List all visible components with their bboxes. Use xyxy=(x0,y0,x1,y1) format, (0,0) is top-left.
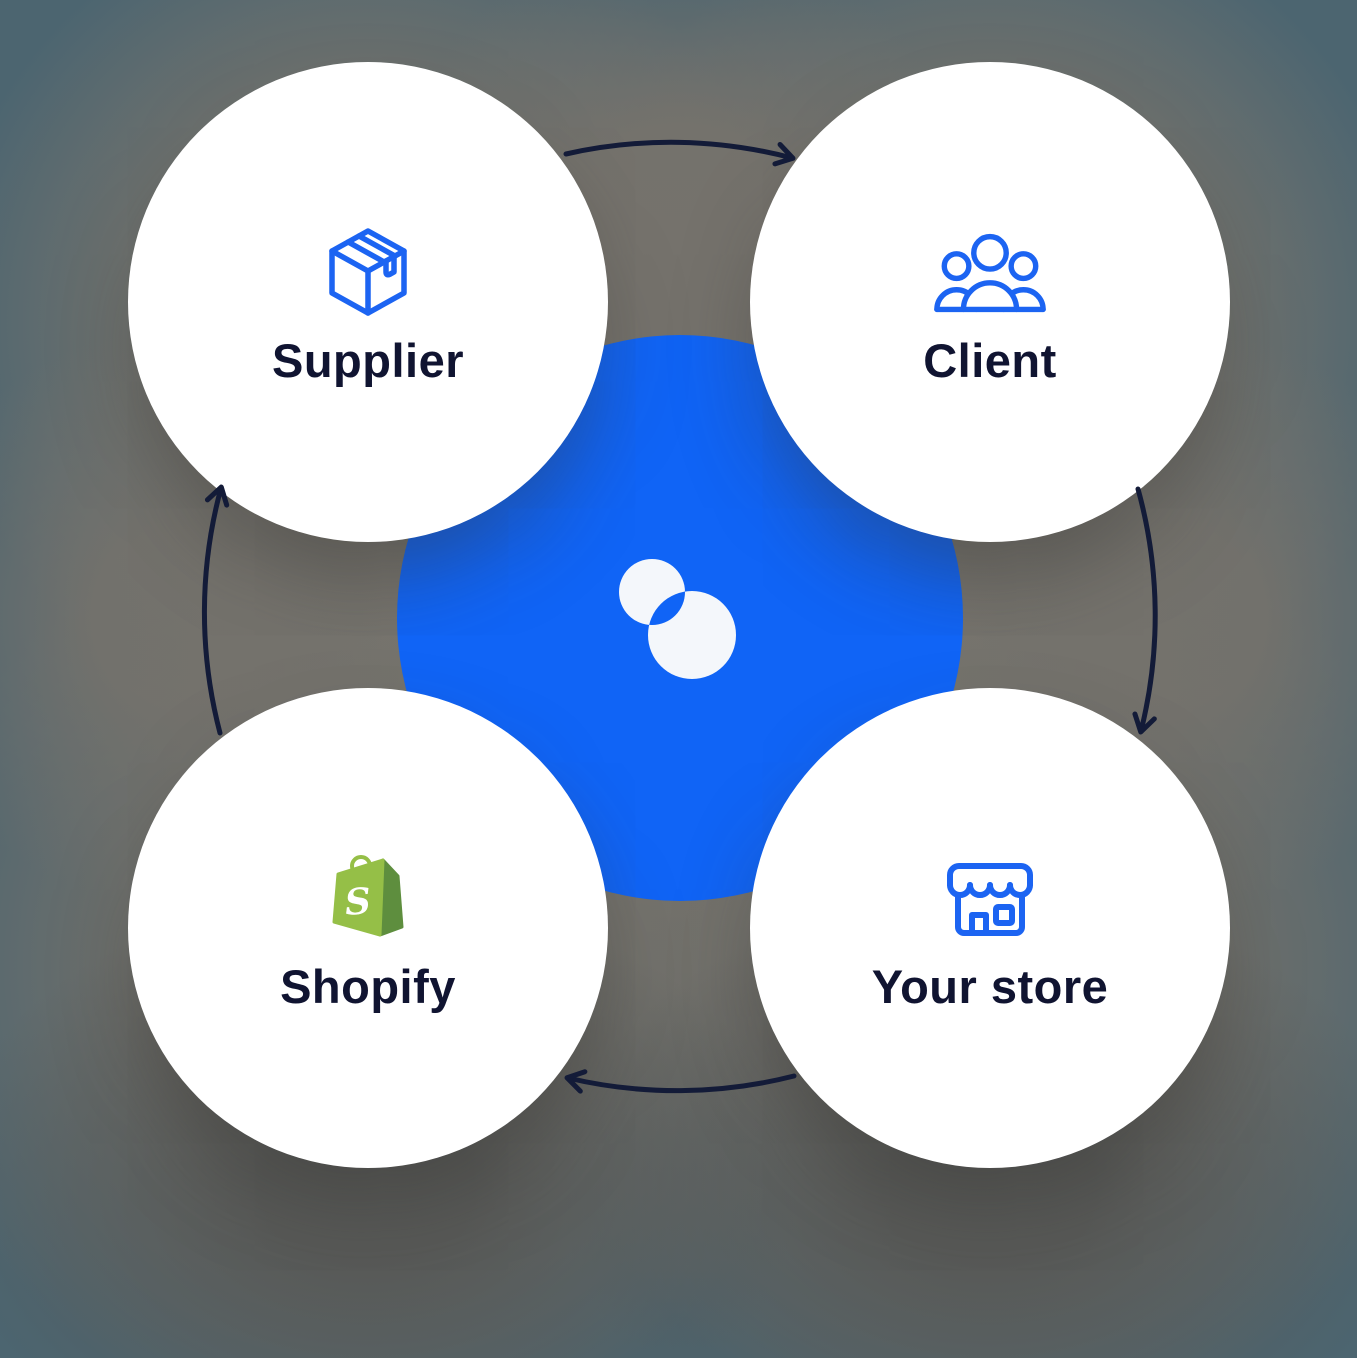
your-store-node: Your store xyxy=(750,688,1230,1168)
arrow-client-to-your-store xyxy=(1132,486,1158,735)
package-box-icon xyxy=(320,221,416,317)
overlapping-circles-logo xyxy=(619,559,736,679)
shopify-node: S Shopify xyxy=(128,688,608,1168)
your-store-label: Your store xyxy=(871,959,1109,1013)
svg-text:S: S xyxy=(343,880,372,924)
shopify-label: Shopify xyxy=(280,959,456,1013)
client-label: Client xyxy=(923,333,1057,387)
supplier-label: Supplier xyxy=(271,333,465,387)
storefront-icon xyxy=(942,847,1038,943)
supplier-node: Supplier xyxy=(128,62,608,542)
people-group-icon xyxy=(931,221,1049,317)
arrow-your-store-to-shopify xyxy=(564,1069,797,1094)
arrow-shopify-to-supplier xyxy=(201,484,230,736)
shopify-bag-logo: S xyxy=(328,847,408,943)
arrow-supplier-to-client xyxy=(563,139,796,167)
client-node: Client xyxy=(750,62,1230,542)
